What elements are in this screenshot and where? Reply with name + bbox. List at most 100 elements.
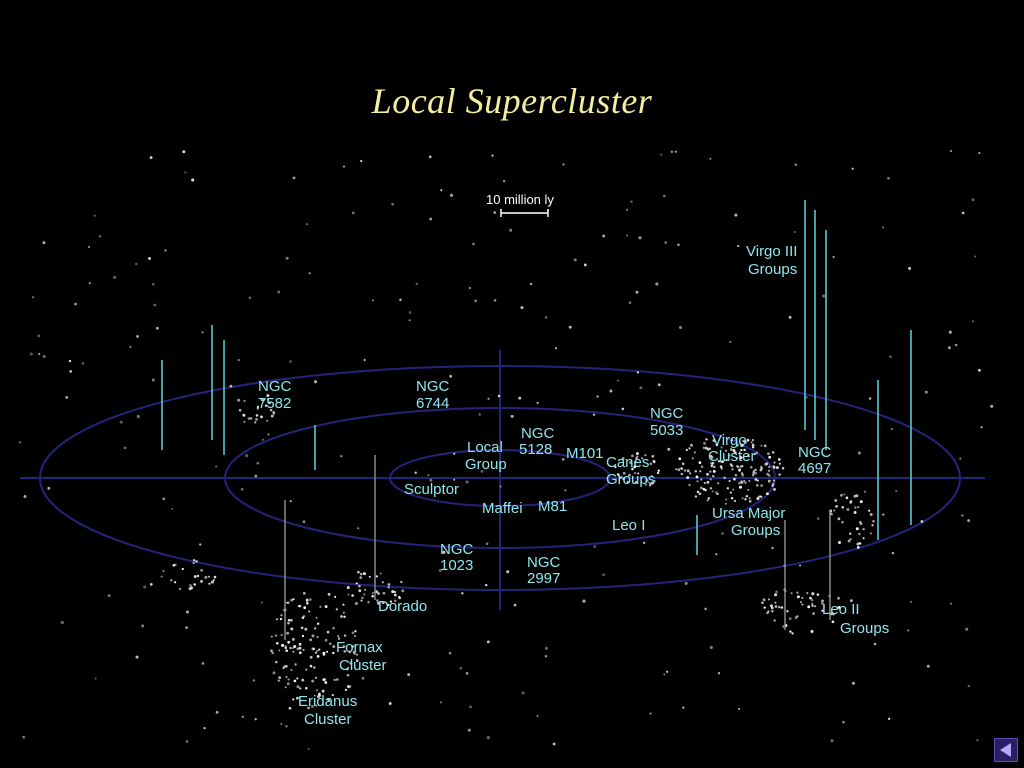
galaxy-dot (739, 465, 743, 468)
galaxy-dot (777, 458, 781, 461)
galaxy-dot (329, 642, 332, 645)
galaxy-dot (685, 449, 688, 452)
galaxy-dot (649, 462, 653, 466)
galaxy-dot (290, 668, 293, 672)
galaxy-dot (342, 611, 345, 614)
galaxy-dot (857, 451, 861, 455)
galaxy-dot (650, 475, 653, 478)
galaxy-dot (371, 594, 375, 598)
galaxy-dot (351, 594, 354, 597)
galaxy-dot (272, 671, 276, 675)
galaxy-dot (806, 592, 809, 595)
galaxy-dot (756, 497, 760, 501)
galaxy-dot (243, 399, 246, 403)
galaxy-dot (74, 302, 77, 306)
galaxy-dot (173, 581, 177, 584)
galaxy-dot (327, 698, 330, 702)
scale-bar-label: 10 million ly (486, 192, 554, 207)
galaxy-dot (924, 390, 928, 394)
galaxy-dot (440, 189, 443, 192)
galaxy-dot (772, 465, 775, 468)
galaxy-dot (679, 326, 682, 329)
galaxy-dot (712, 465, 716, 469)
galaxy-dot (740, 449, 743, 452)
galaxy-dot (926, 664, 930, 668)
galaxy-dot (499, 485, 502, 488)
galaxy-dot (400, 580, 403, 584)
galaxy-dot (291, 647, 294, 650)
galaxy-dot (289, 618, 293, 622)
galaxy-dot (172, 564, 176, 567)
galaxy-dot (681, 462, 685, 466)
slide-title: Local Supercluster (371, 81, 653, 121)
galaxy-dot (285, 649, 288, 652)
galaxy-dot (371, 591, 375, 595)
galaxy-dot (171, 507, 174, 510)
galaxy-dot (767, 598, 771, 601)
galaxy-dot (465, 672, 469, 675)
galaxy-dot (657, 383, 661, 387)
galaxy-dot (316, 654, 320, 658)
galaxy-dot (269, 408, 273, 412)
galaxy-dot (208, 582, 211, 585)
galaxy-dot (291, 637, 295, 641)
galaxy-dot (602, 573, 605, 577)
galaxy-dot (302, 520, 306, 524)
galaxy-dot (555, 347, 558, 350)
galaxy-dot (660, 153, 663, 156)
galaxy-dot (285, 675, 288, 679)
galaxy-dot (845, 496, 849, 500)
galaxy-dot (684, 581, 688, 585)
galaxy-dot (633, 465, 637, 469)
galaxy-dot (185, 740, 189, 743)
galaxy-dot (805, 396, 808, 399)
galaxy-dot (862, 528, 865, 531)
galaxy-dot (838, 541, 841, 544)
galaxy-dot (186, 610, 189, 614)
galaxy-dot (644, 454, 647, 457)
galaxy-dot (399, 298, 402, 301)
galaxy-dot (731, 468, 734, 471)
previous-slide-button[interactable] (994, 738, 1018, 762)
galaxy-dot (162, 497, 166, 501)
galaxy-dot (732, 477, 736, 481)
galaxy-dot (375, 575, 378, 578)
galaxy-dot (363, 593, 366, 596)
galaxy-dot (286, 682, 290, 686)
galaxy-dot (308, 598, 312, 601)
galaxy-dot (947, 346, 951, 350)
galaxy-dot (751, 446, 755, 449)
galaxy-dot (294, 663, 297, 666)
galaxy-dot (793, 230, 796, 234)
galaxy-dot (292, 598, 295, 601)
galaxy-dot (626, 208, 629, 211)
galaxy-dot (717, 671, 721, 675)
galaxy-dot (261, 438, 265, 441)
galaxy-dot (730, 497, 734, 500)
label-eridanus-cluster: Eridanus Cluster (298, 693, 361, 728)
galaxy-dot (260, 415, 263, 419)
galaxy-dot (634, 461, 638, 464)
galaxy-dot (200, 580, 203, 583)
galaxy-dot (718, 460, 722, 463)
galaxy-dot (746, 438, 750, 442)
galaxy-dot (248, 296, 252, 300)
galaxy-dot (238, 408, 242, 412)
label-fornax-cluster: Fornax Cluster (336, 639, 387, 674)
galaxy-dot (254, 474, 258, 478)
galaxy-dot (307, 706, 310, 710)
galaxy-dot (353, 634, 357, 638)
galaxy-dot (747, 454, 750, 457)
galaxy-dot (324, 681, 328, 684)
galaxy-dot (561, 457, 565, 461)
galaxy-dot (562, 163, 565, 166)
galaxy-dot (771, 546, 774, 550)
galaxy-dot (729, 340, 732, 344)
galaxy-dot (302, 591, 306, 595)
galaxy-dot (856, 542, 860, 546)
galaxy-dot (310, 704, 314, 708)
galaxy-dot (710, 456, 714, 459)
galaxy-dot (317, 622, 320, 625)
galaxy-dot (664, 241, 668, 244)
galaxy-dot (640, 457, 644, 460)
